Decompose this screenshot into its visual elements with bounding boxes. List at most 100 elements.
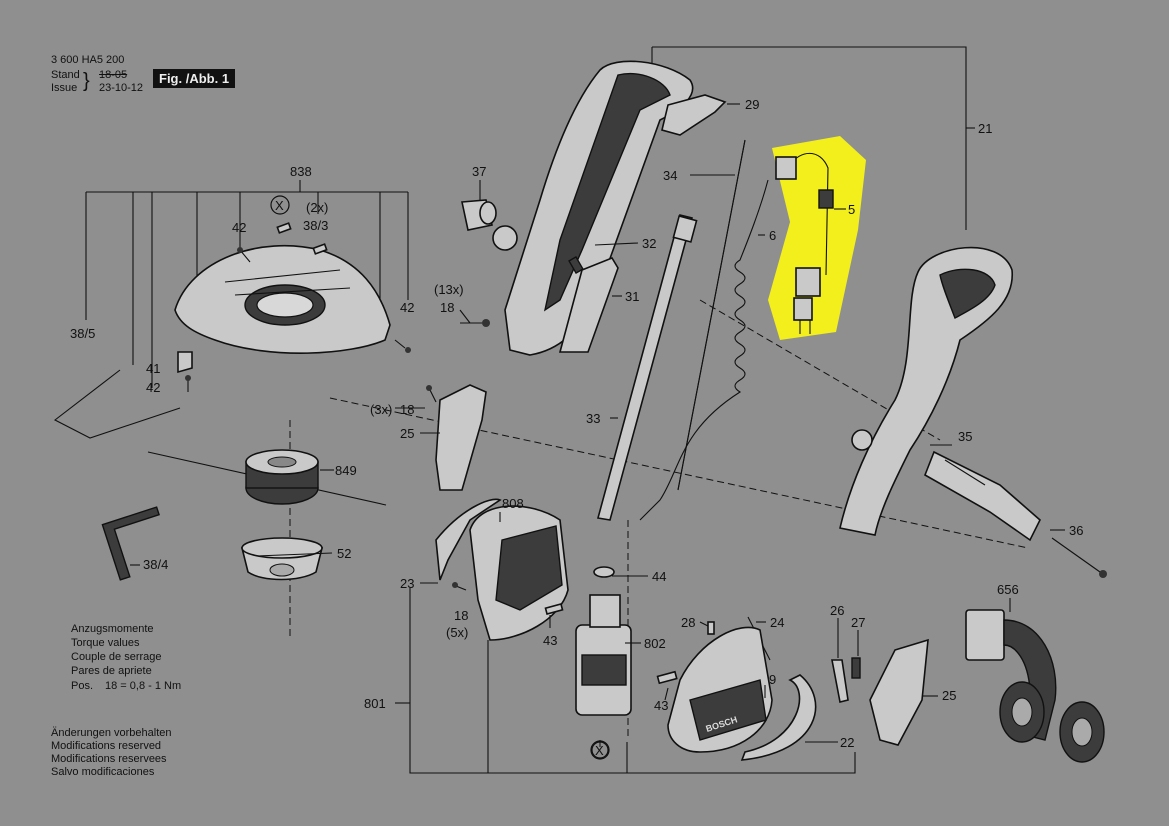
ref-x-circle-1: [270, 195, 290, 215]
spool-849: [245, 449, 319, 505]
label-24: 24: [770, 615, 784, 630]
screw-42-b: [394, 339, 411, 353]
screw-18-a: [460, 319, 490, 327]
label-9: 9: [769, 672, 776, 687]
mod-line-es: Salvo modificaciones: [51, 766, 155, 778]
label-26: 26: [830, 603, 844, 618]
stand-label: Stand: [51, 69, 80, 81]
cover-25-a: [435, 384, 487, 491]
clip-43-a: [544, 603, 564, 615]
wire-guide-38-5: [53, 369, 181, 439]
label-42-c: 42: [146, 380, 160, 395]
label-43-b: 43: [654, 698, 668, 713]
label-2x: (2x): [306, 200, 328, 215]
torque-pos-value: 18 = 0,8 - 1 Nm: [105, 680, 182, 692]
spring-27: [851, 657, 861, 679]
label-25-a: 25: [400, 426, 414, 441]
label-21: 21: [978, 121, 992, 136]
issue-label: Issue: [51, 82, 78, 94]
torque-line-es: Pares de apriete: [71, 665, 152, 677]
label-33: 33: [586, 411, 600, 426]
power-cable-5: [775, 152, 834, 334]
label-44: 44: [652, 569, 666, 584]
torque-pos-label: Pos.: [71, 680, 94, 692]
label-22: 22: [840, 735, 854, 750]
switch-31: [558, 257, 619, 353]
highlight-region: [768, 136, 866, 340]
handle-left-shell: [492, 60, 694, 356]
group-801-bracket: [395, 588, 856, 774]
brace-glyph: }: [83, 70, 90, 92]
torque-line-de: Anzugsmomente: [71, 623, 154, 635]
label-801: 801: [364, 696, 386, 711]
label-x-1: X: [275, 198, 284, 213]
screw-x2: [591, 741, 609, 759]
label-29: 29: [745, 97, 759, 112]
clip-43-b: [656, 670, 678, 685]
motor-cover-front: [667, 626, 773, 753]
clip-38-3-b: [312, 243, 328, 255]
motor-housing-808: [435, 498, 569, 641]
clip-38-3-a: [276, 222, 292, 234]
rod-34-core: [677, 139, 746, 491]
tube-33: [596, 214, 698, 521]
latch-26: [831, 659, 849, 703]
label-42-b: 42: [400, 300, 414, 315]
coiled-cable-6: [639, 179, 769, 521]
label-38-4: 38/4: [143, 557, 168, 572]
screw-18-b: [426, 385, 437, 403]
label-38-3: 38/3: [303, 218, 328, 233]
label-31: 31: [625, 289, 639, 304]
mod-line-en: Modifications reserved: [51, 740, 162, 752]
label-35: 35: [958, 429, 972, 444]
label-23: 23: [400, 576, 414, 591]
issue-date: 23-10-12: [99, 82, 144, 94]
label-5x: (5x): [446, 625, 468, 640]
leader-lines: [130, 103, 1065, 743]
label-838: 838: [290, 164, 312, 179]
trimmer-guard: [174, 244, 391, 354]
label-13x: (13x): [434, 282, 464, 297]
label-34: 34: [663, 168, 677, 183]
doc-number: 3 600 HA5 200: [51, 54, 125, 66]
label-18-a: 18: [440, 300, 454, 315]
mod-line-de: Änderungen vorbehalten: [51, 727, 172, 739]
trigger-29: [661, 94, 727, 136]
label-28: 28: [681, 615, 695, 630]
motor-802: [575, 594, 632, 716]
label-x-2: X: [595, 743, 604, 758]
d-handle: [839, 246, 1013, 536]
label-808: 808: [502, 496, 524, 511]
label-802: 802: [644, 636, 666, 651]
screw-42-a: [237, 247, 251, 263]
screw-42-c: [185, 375, 191, 392]
cap-44: [593, 566, 615, 578]
bracket-41: [177, 351, 193, 374]
spool-cap-52: [240, 537, 324, 581]
label-3x: (3x): [370, 402, 392, 417]
label-849: 849: [335, 463, 357, 478]
stand-date: 18-05: [99, 69, 128, 81]
torque-line-fr: Couple de serrage: [71, 651, 162, 663]
label-38-5: 38/5: [70, 326, 95, 341]
spring-32: [568, 255, 584, 275]
label-52: 52: [337, 546, 351, 561]
label-37: 37: [472, 164, 486, 179]
screw-18-c: [452, 582, 467, 591]
label-5: 5: [848, 202, 855, 217]
blade-cover-22: [740, 674, 817, 761]
grip-35: [924, 450, 1041, 542]
label-27: 27: [851, 615, 865, 630]
label-6: 6: [769, 228, 776, 243]
figure-label: Fig. /Abb. 1: [153, 69, 236, 88]
label-656: 656: [997, 582, 1019, 597]
pin-28: [707, 621, 715, 635]
knob-37: [461, 199, 497, 231]
label-18-c: 18: [454, 608, 468, 623]
wheel-attachment-656: [965, 609, 1105, 763]
hex-key-38-4: [101, 506, 160, 581]
label-42-a: 42: [232, 220, 246, 235]
group-838-bracket: [85, 180, 409, 388]
